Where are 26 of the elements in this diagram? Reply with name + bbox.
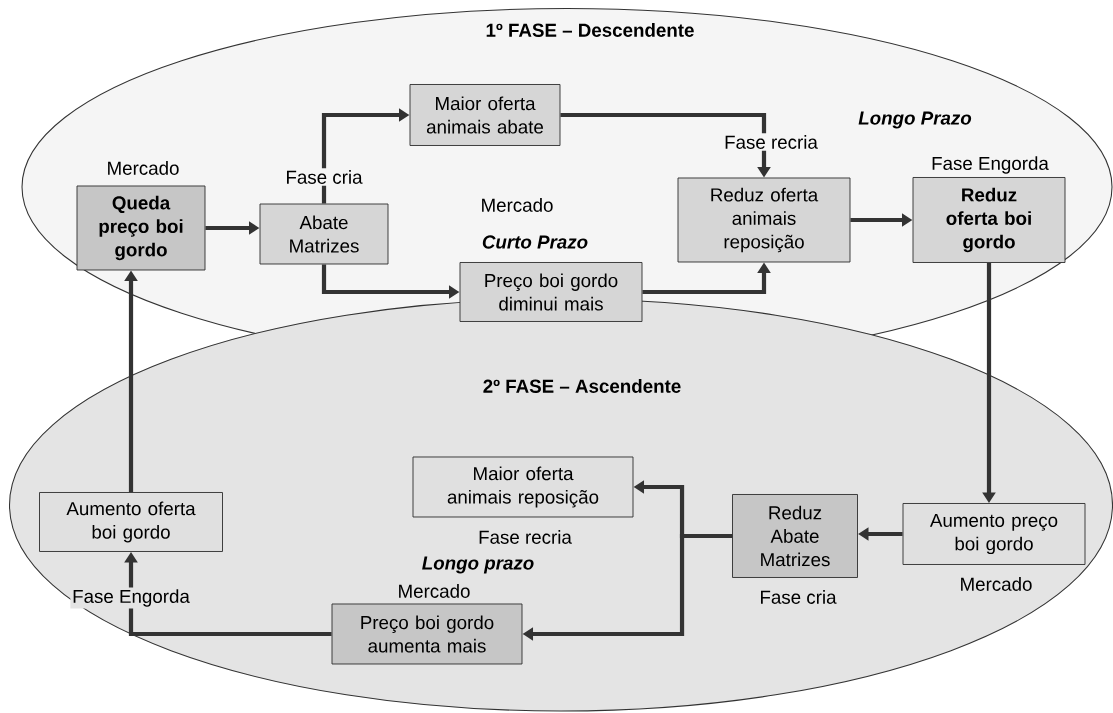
process-box: Reduz Abate Matrizes bbox=[732, 494, 858, 578]
process-box: Reduz oferta animais reposição bbox=[677, 177, 851, 263]
phase-title: 2º FASE – Ascendente bbox=[483, 379, 681, 393]
box-caption: Fase cria bbox=[761, 590, 837, 604]
box-caption: Mercado bbox=[399, 584, 470, 598]
phase-title: 1º FASE – Descendente bbox=[486, 23, 694, 37]
box-caption: Mercado bbox=[961, 577, 1032, 591]
term-label: Longo Prazo bbox=[858, 111, 972, 129]
process-box: Preço boi gordo aumenta mais bbox=[331, 603, 523, 665]
process-box: Maior oferta animais reposição bbox=[412, 456, 634, 518]
process-box: Abate Matrizes bbox=[259, 203, 389, 265]
edge-label: Fase recria bbox=[725, 135, 818, 149]
box-caption: Mercado bbox=[108, 161, 179, 175]
edge-label: Fase Engorda bbox=[73, 589, 190, 607]
process-box: Maior oferta animais abate bbox=[409, 84, 561, 146]
box-caption: Fase recria bbox=[479, 530, 572, 544]
edge-label: Fase cria bbox=[287, 170, 363, 184]
box-caption: Curto Prazo bbox=[482, 235, 588, 249]
box-caption: Mercado bbox=[482, 198, 553, 212]
process-box: Aumento preço boi gordo bbox=[902, 503, 1086, 565]
process-box: Aumento oferta boi gordo bbox=[39, 492, 223, 552]
process-box: Reduz oferta boi gordo bbox=[912, 177, 1066, 263]
term-label: Longo prazo bbox=[422, 556, 534, 574]
box-caption: Fase Engorda bbox=[932, 156, 1049, 174]
process-box: Queda preço boi gordo bbox=[76, 185, 206, 271]
process-box: Preço boi gordo diminui mais bbox=[459, 262, 643, 322]
